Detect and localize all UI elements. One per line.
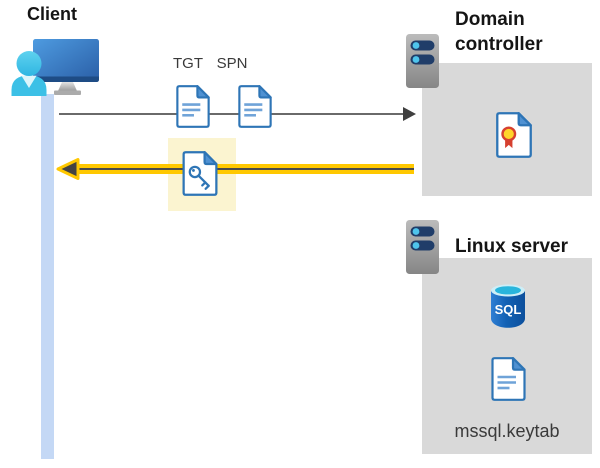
response-arrow [56,158,414,180]
request-arrow-line [59,113,405,115]
keytab-filename-label: mssql.keytab [454,421,560,441]
user-at-computer-icon [11,39,99,96]
spn-document-icon [238,85,272,128]
spn-label: SPN [216,55,248,72]
tgt-document-icon [176,85,210,128]
client-lifeline-bar [41,94,54,459]
linux-server-label: Linux server [455,236,568,257]
sql-database-icon: SQL [491,284,525,328]
tgt-label: TGT [173,55,203,72]
service-ticket-key-document-icon [182,151,218,196]
client-label: Client [27,4,78,24]
domain-controller-label: Domain controller [455,9,543,55]
domain-controller-server-icon [406,34,439,88]
keytab-document-icon [491,357,526,401]
certificate-icon [496,112,532,158]
linux-server-server-icon [406,220,439,274]
sql-database-label: SQL [495,302,522,317]
request-arrowhead-icon [403,107,416,121]
